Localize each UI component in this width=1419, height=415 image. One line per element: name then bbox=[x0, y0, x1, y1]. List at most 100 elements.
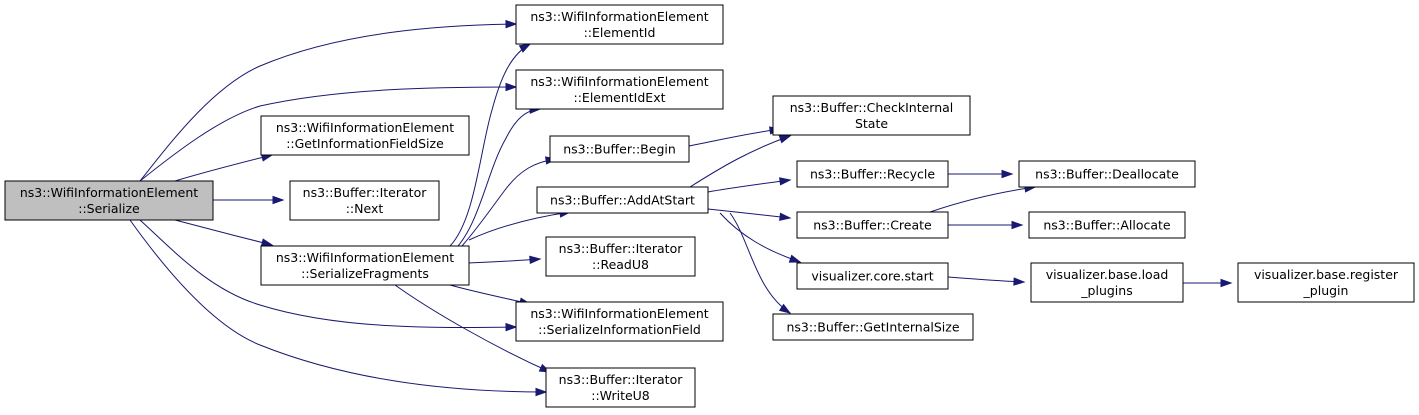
node-label: ns3::WifiInformationElement bbox=[276, 120, 454, 135]
node-label: State bbox=[855, 116, 888, 131]
node-label: ns3::WifiInformationElement bbox=[530, 9, 708, 24]
node-label: ::ElementId bbox=[584, 25, 656, 40]
edge-serializeFragments-to-addAtStart bbox=[468, 209, 572, 241]
node-box bbox=[536, 186, 709, 214]
node-box bbox=[515, 4, 724, 45]
edge-line bbox=[468, 258, 541, 264]
node-elementIdExt[interactable]: ns3::WifiInformationElement::ElementIdEx… bbox=[515, 69, 724, 110]
edge-addAtStart-to-create bbox=[707, 208, 792, 221]
node-box bbox=[772, 95, 971, 136]
node-label: _plugins bbox=[1080, 283, 1132, 298]
arrowhead-icon bbox=[260, 238, 274, 247]
node-label: ::SerializeFragments bbox=[301, 266, 429, 281]
node-label: visualizer.core.start bbox=[811, 269, 933, 284]
edge-line bbox=[139, 219, 517, 329]
node-label: ns3::Buffer::AddAtStart bbox=[550, 193, 695, 208]
node-readU8[interactable]: ns3::Buffer::Iterator::ReadU8 bbox=[545, 236, 696, 277]
edge-addAtStart-to-recycle bbox=[707, 177, 792, 193]
edge-serializeFragments-to-elementIdExt bbox=[457, 105, 542, 247]
node-box bbox=[515, 301, 724, 342]
arrowhead-icon bbox=[779, 177, 792, 186]
edge-addAtStart-to-getInternalSize bbox=[729, 212, 792, 314]
edge-recycle-to-deallocate bbox=[948, 169, 1014, 179]
edge-line bbox=[174, 154, 273, 182]
node-addAtStart[interactable]: ns3::Buffer::AddAtStart bbox=[536, 186, 709, 214]
node-box bbox=[1018, 160, 1196, 188]
edge-line bbox=[468, 211, 571, 241]
node-label: ns3::Buffer::Allocate bbox=[1043, 218, 1171, 233]
node-writeU8[interactable]: ns3::Buffer::Iterator::WriteU8 bbox=[545, 367, 696, 408]
edge-addAtStart-to-checkInternalState bbox=[689, 135, 792, 188]
node-serializeInfoField[interactable]: ns3::WifiInformationElement::SerializeIn… bbox=[515, 301, 724, 342]
node-getInfoFieldSize[interactable]: ns3::WifiInformationElement::GetInformat… bbox=[260, 115, 470, 156]
node-box bbox=[796, 160, 949, 188]
node-bufferBegin[interactable]: ns3::Buffer::Begin bbox=[549, 135, 690, 163]
node-getInternalSize[interactable]: ns3::Buffer::GetInternalSize bbox=[772, 313, 974, 341]
edge-line bbox=[394, 284, 551, 373]
node-label: visualizer.base.register bbox=[1254, 267, 1399, 282]
node-box bbox=[796, 211, 949, 239]
edge-line bbox=[139, 23, 517, 182]
node-registerPlugin[interactable]: visualizer.base.register_plugin bbox=[1237, 262, 1415, 303]
node-box bbox=[1028, 211, 1186, 239]
node-vizStart[interactable]: visualizer.core.start bbox=[796, 262, 949, 290]
node-deallocate[interactable]: ns3::Buffer::Deallocate bbox=[1018, 160, 1196, 188]
node-label: ::Serialize bbox=[78, 201, 140, 216]
edge-line bbox=[719, 212, 801, 263]
arrowhead-icon bbox=[518, 43, 532, 53]
edge-line bbox=[449, 43, 531, 247]
node-label: ::Next bbox=[346, 201, 384, 216]
edge-bufferBegin-to-checkInternalState bbox=[688, 126, 782, 147]
node-box bbox=[796, 262, 949, 290]
arrowhead-icon bbox=[788, 254, 802, 263]
arrowhead-icon bbox=[778, 303, 792, 314]
edge-serialize-to-writeU8 bbox=[129, 219, 548, 397]
edge-create-to-deallocate bbox=[929, 184, 1037, 213]
arrowhead-icon bbox=[505, 322, 518, 332]
node-iterNext[interactable]: ns3::Buffer::Iterator::Next bbox=[289, 180, 440, 221]
node-allocate[interactable]: ns3::Buffer::Allocate bbox=[1028, 211, 1186, 239]
node-label: ::ElementIdExt bbox=[574, 90, 666, 105]
arrowhead-icon bbox=[505, 19, 518, 29]
arrowhead-icon bbox=[505, 82, 518, 92]
node-box bbox=[545, 236, 696, 277]
node-box bbox=[1237, 262, 1415, 303]
node-label: ns3::WifiInformationElement bbox=[530, 306, 708, 321]
node-label: ::WriteU8 bbox=[591, 388, 650, 403]
arrowhead-icon bbox=[529, 255, 542, 265]
node-label: ns3::Buffer::GetInternalSize bbox=[786, 320, 959, 335]
node-create[interactable]: ns3::Buffer::Create bbox=[796, 211, 949, 239]
node-label: ns3::Buffer::Create bbox=[813, 218, 932, 233]
node-elementId[interactable]: ns3::WifiInformationElement::ElementId bbox=[515, 4, 724, 45]
node-label: ns3::Buffer::Iterator bbox=[303, 185, 428, 200]
node-recycle[interactable]: ns3::Buffer::Recycle bbox=[796, 160, 949, 188]
edge-line bbox=[129, 219, 547, 393]
node-loadPlugins[interactable]: visualizer.base.load_plugins bbox=[1030, 262, 1184, 303]
edge-line bbox=[688, 128, 781, 147]
edge-serializeFragments-to-elementId bbox=[449, 43, 532, 247]
node-box bbox=[289, 180, 440, 221]
edge-loadPlugins-to-registerPlugin bbox=[1182, 278, 1233, 288]
arrowhead-icon bbox=[778, 135, 792, 144]
node-box bbox=[260, 245, 470, 286]
edge-line bbox=[457, 108, 541, 247]
edge-line bbox=[461, 158, 557, 247]
edge-vizStart-to-loadPlugins bbox=[947, 276, 1026, 286]
edge-serialize-to-elementId bbox=[139, 19, 518, 182]
node-box bbox=[515, 69, 724, 110]
node-box bbox=[545, 367, 696, 408]
node-label: visualizer.base.load bbox=[1046, 267, 1169, 282]
edge-line bbox=[929, 186, 1036, 213]
node-serialize[interactable]: ns3::WifiInformationElement::Serialize bbox=[4, 180, 214, 221]
node-label: ::SerializeInformationField bbox=[538, 322, 701, 337]
node-label: ns3::WifiInformationElement bbox=[20, 185, 198, 200]
node-serializeFragments[interactable]: ns3::WifiInformationElement::SerializeFr… bbox=[260, 245, 470, 286]
edge-create-to-allocate bbox=[947, 220, 1024, 230]
node-label: _plugin bbox=[1303, 283, 1349, 298]
edge-line bbox=[947, 276, 1025, 283]
edge-line bbox=[139, 86, 517, 182]
arrowhead-icon bbox=[1001, 169, 1014, 179]
node-label: ns3::Buffer::CheckInternal bbox=[790, 100, 954, 115]
